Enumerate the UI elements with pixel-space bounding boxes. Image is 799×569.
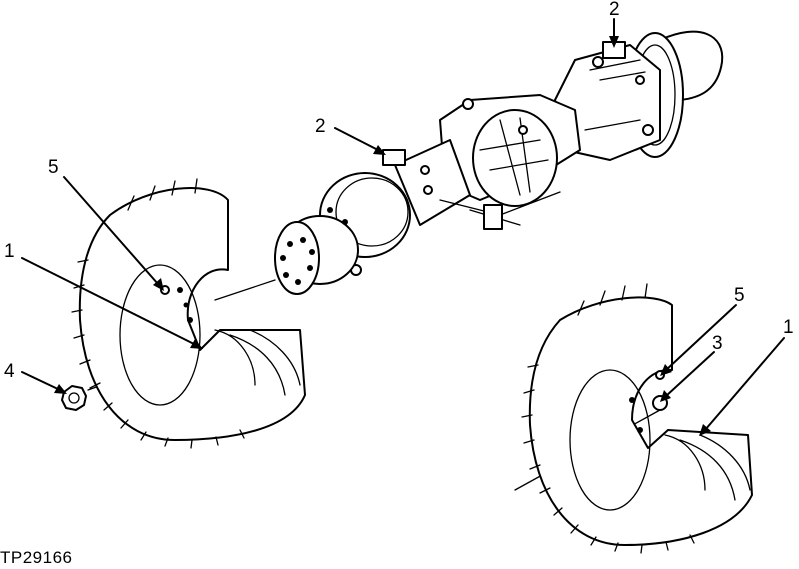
leader-lines (21, 18, 785, 436)
callout-5-right: 5 (734, 285, 745, 306)
callout-5-left: 5 (48, 157, 59, 178)
right-tire (521, 283, 753, 554)
callout-1-right: 1 (783, 317, 794, 338)
axis-line-left (214, 279, 276, 301)
callout-1-left: 1 (4, 241, 15, 262)
lug-nut (61, 385, 87, 411)
callout-2-center: 2 (315, 116, 326, 137)
figure-reference: TP29166 (0, 548, 73, 567)
left-tire (71, 178, 306, 449)
axle-assembly (274, 30, 724, 295)
callout-2-top-right: 2 (609, 0, 620, 20)
callout-4: 4 (4, 361, 15, 382)
callout-3: 3 (712, 333, 723, 354)
